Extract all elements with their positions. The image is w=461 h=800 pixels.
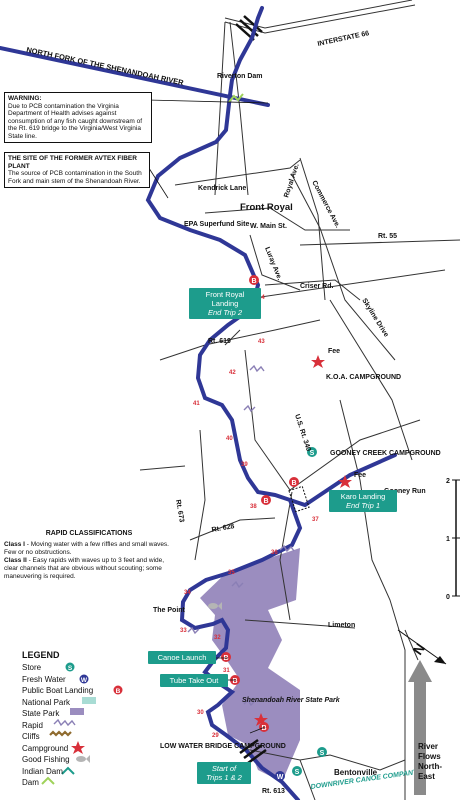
svg-text:S: S — [295, 769, 300, 776]
svg-text:S: S — [320, 750, 325, 757]
karo-landing-tag[interactable]: Karo Landing End Trip 1 — [329, 490, 397, 512]
avtex-title: THE SITE OF THE FORMER AVTEX FIBER PLANT — [8, 155, 137, 170]
legend-symbols: S W B — [41, 662, 123, 785]
legend: LEGEND Store Fresh Water Public Boat Lan… — [22, 650, 93, 789]
fish-markers — [208, 602, 222, 610]
svg-text:B: B — [263, 498, 268, 505]
label-front-royal: Front Royal — [240, 202, 293, 213]
tube-take-out-tag[interactable]: Tube Take Out — [160, 674, 228, 687]
state-park-area — [200, 548, 300, 782]
svg-text:39: 39 — [241, 462, 248, 468]
label-criser: Criser Rd. — [300, 283, 334, 290]
svg-text:32: 32 — [214, 635, 221, 641]
svg-text:1: 1 — [446, 536, 450, 543]
rapids — [187, 364, 295, 707]
legend-title: LEGEND — [22, 650, 60, 660]
svg-text:29: 29 — [212, 733, 219, 739]
svg-text:30: 30 — [197, 710, 204, 716]
legend-boat-landing: Public Boat Landing — [22, 686, 94, 695]
avtex-text: The source of PCB contamination in the S… — [8, 170, 142, 185]
label-kendrick: Kendrick Lane — [198, 185, 246, 192]
flow-arrow — [408, 660, 432, 795]
label-gooney-fee: Fee — [354, 472, 366, 479]
rapid-classifications-title: RAPID CLASSIFICATIONS — [45, 530, 133, 537]
label-river: NORTH FORK OF THE SHENANDOAH RIVER — [26, 45, 185, 87]
warning-text: Due to PCB contamination the Virginia De… — [8, 102, 143, 140]
svg-text:W: W — [81, 677, 88, 684]
legend-dam: Dam — [22, 778, 39, 787]
legend-good-fishing: Good Fishing — [22, 755, 70, 764]
svg-text:35: 35 — [228, 570, 235, 576]
svg-text:B: B — [232, 678, 237, 685]
canoe-launch-tag[interactable]: Canoe Launch — [148, 651, 216, 664]
warning-title: WARNING: — [8, 95, 42, 102]
svg-text:B: B — [116, 688, 121, 695]
svg-text:38: 38 — [250, 504, 257, 510]
svg-text:34: 34 — [184, 590, 191, 596]
riverton-dam-marker — [228, 93, 244, 103]
legend-store: Store — [22, 663, 42, 672]
legend-cliffs: Cliffs — [22, 732, 40, 741]
low-water-bridge — [239, 738, 267, 765]
svg-text:N: N — [409, 640, 428, 657]
label-rt619: Rt. 619 — [208, 338, 231, 345]
label-koa: K.O.A. CAMPGROUND — [326, 374, 401, 381]
label-rt613: Rt. 613 — [262, 788, 285, 795]
label-skyline: Skyline Drive — [360, 297, 389, 338]
label-bentonville: Bentonville — [334, 768, 378, 777]
svg-text:S: S — [68, 665, 73, 672]
label-gooney-run: Gooney Run — [384, 488, 426, 495]
svg-text:B: B — [291, 480, 296, 487]
svg-text:33: 33 — [180, 628, 187, 634]
label-rt55: Rt. 55 — [378, 233, 397, 240]
legend-rapid: Rapid — [22, 720, 43, 730]
start-trips-tag[interactable]: Start of Trips 1 & 2 — [197, 762, 251, 784]
front-royal-landing-tag[interactable]: Front Royal Landing End Trip 2 — [189, 288, 261, 319]
legend-state-park: State Park — [22, 709, 60, 718]
svg-text:S: S — [310, 450, 315, 457]
label-state-park: Shenandoah River State Park — [242, 697, 341, 704]
svg-text:31: 31 — [223, 668, 230, 674]
label-epa: EPA Superfund Site — [184, 221, 249, 228]
label-limeton: Limeton — [328, 622, 355, 629]
svg-text:36: 36 — [271, 550, 278, 556]
svg-text:B: B — [251, 278, 256, 285]
label-rt628: Rt. 628 — [211, 523, 235, 534]
svg-text:37: 37 — [312, 517, 319, 523]
label-low-water: LOW WATER BRIDGE CAMPGROUND — [160, 743, 286, 750]
warning-box: WARNING: Due to PCB contamination the Vi… — [4, 92, 152, 143]
label-interstate: INTERSTATE 66 — [317, 30, 370, 48]
legend-campground: Campground — [22, 743, 69, 753]
flow-label: River Flows North-East — [418, 742, 442, 781]
svg-text:2: 2 — [446, 478, 450, 485]
svg-text:40: 40 — [226, 436, 233, 442]
rapid-classifications: RAPID CLASSIFICATIONS Class I - Moving w… — [4, 530, 174, 581]
svg-text:B: B — [223, 655, 228, 662]
svg-text:0: 0 — [446, 594, 450, 601]
svg-text:42: 42 — [229, 370, 236, 376]
label-koa-fee: Fee — [328, 348, 340, 355]
scale-bar: 2 1 0 — [446, 478, 460, 601]
svg-text:41: 41 — [193, 401, 200, 407]
label-rt673: Rt. 673 — [174, 499, 185, 523]
legend-national-park: National Park — [22, 697, 71, 707]
avtex-box: THE SITE OF THE FORMER AVTEX FIBER PLANT… — [4, 152, 150, 188]
svg-text:W: W — [277, 774, 284, 781]
label-gooney-camp: GOONEY CREEK CAMPGROUND — [330, 450, 441, 457]
svg-text:44: 44 — [258, 295, 265, 301]
label-us340: U.S. Rt. 340 — [293, 413, 312, 452]
svg-text:B: B — [261, 725, 266, 732]
label-main: W. Main St. — [250, 223, 287, 230]
svg-text:43: 43 — [258, 339, 265, 345]
label-riverton: Riverton Dam — [217, 73, 263, 80]
legend-fresh-water: Fresh Water — [22, 674, 66, 684]
road-network — [139, 0, 461, 800]
stores: S S S W — [275, 447, 327, 781]
boat-landings: B B B B B B — [221, 275, 299, 732]
label-the-point: The Point — [153, 607, 186, 614]
legend-indian-dam: Indian Dam — [22, 766, 63, 776]
